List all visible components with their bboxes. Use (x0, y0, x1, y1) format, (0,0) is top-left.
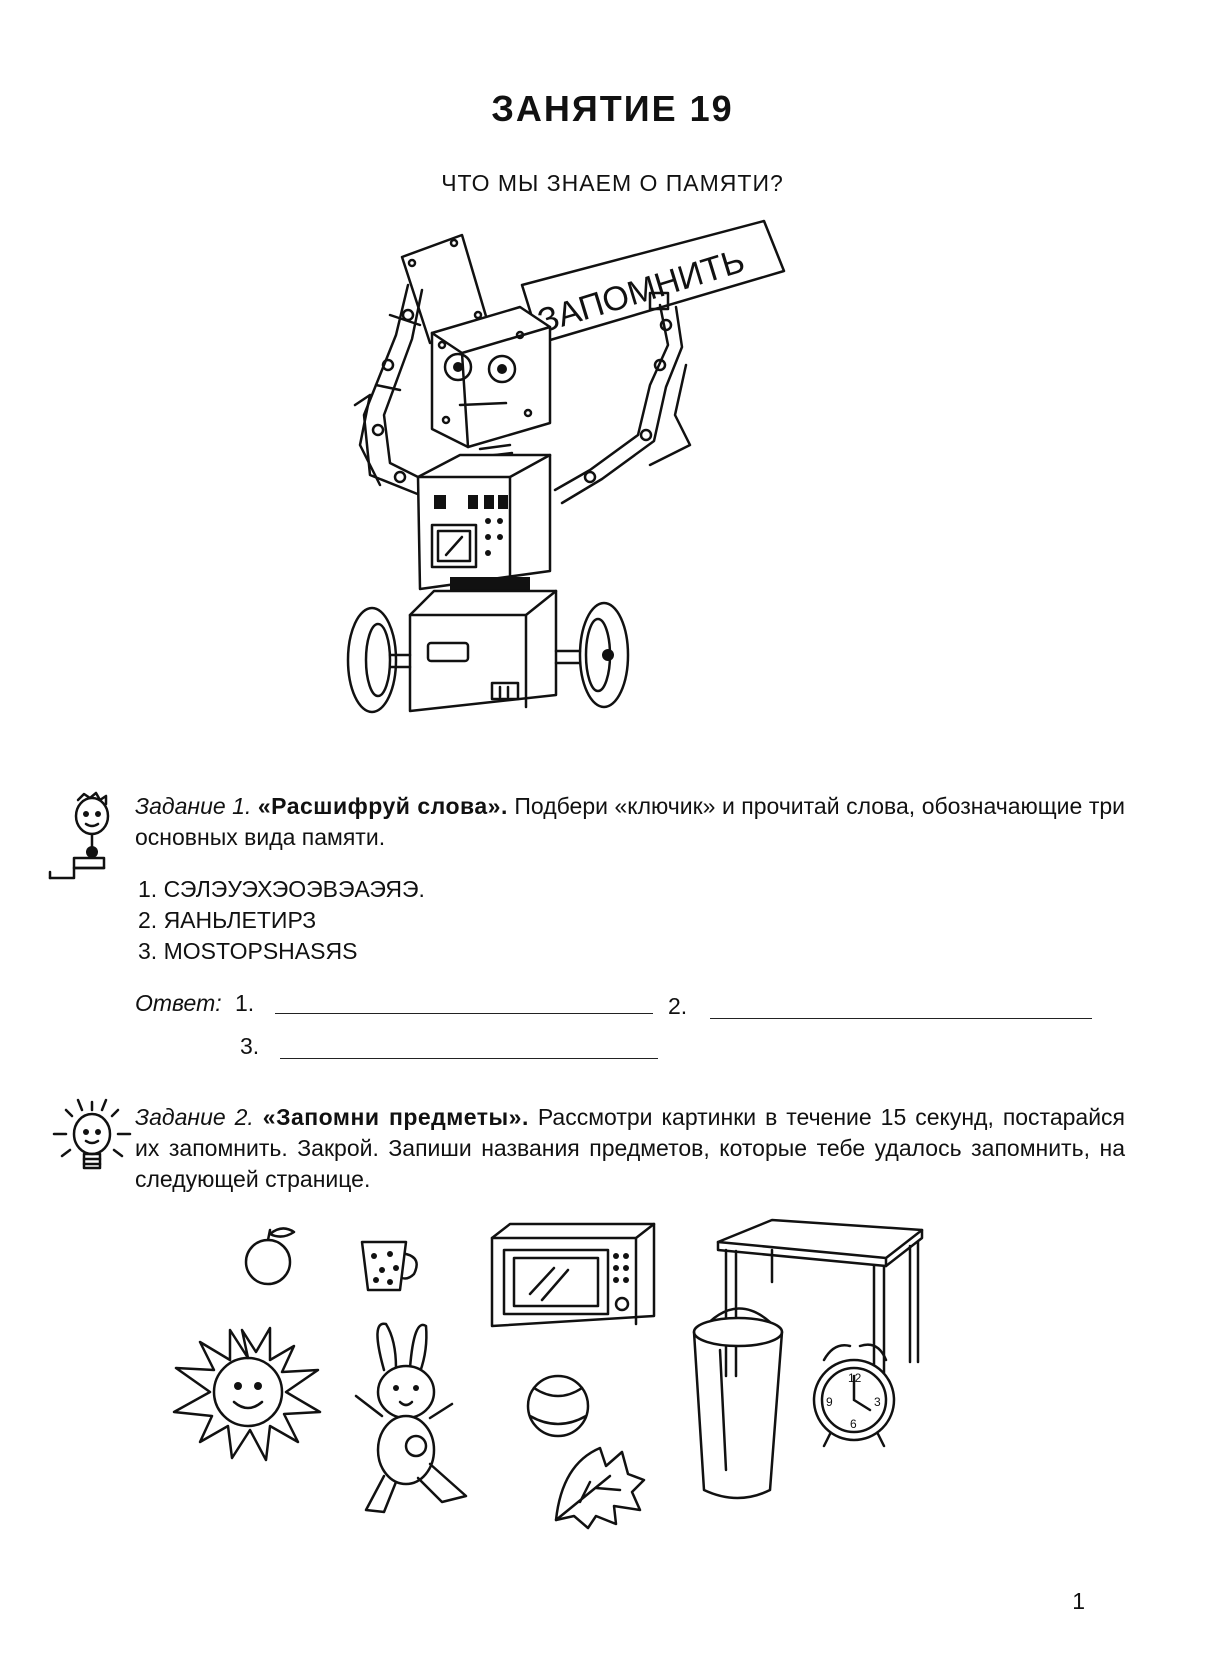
task1-word-3: 3. MOSTOPSHASЯS (138, 938, 358, 964)
task2-text: Рассмотри картинки в течение 15 секунд, … (135, 1104, 1126, 1192)
leaf-drawing (554, 1446, 646, 1530)
answer-number-2: 2. (668, 993, 688, 1019)
page-subtitle: ЧТО МЫ ЗНАЕМ О ПАМЯТИ? (441, 170, 784, 196)
robot-head (430, 305, 552, 449)
cup-drawing (360, 1240, 418, 1292)
memory-items-illustration: 12 3 6 9 (172, 1218, 924, 1530)
thinking-boy-icon (48, 791, 110, 880)
robot-illustration: ЗАПОМНИТЬ (346, 219, 786, 714)
task1-description: Задание 1. «Расшифруй слова». Подбери «к… (135, 791, 1125, 853)
task1-text: Подбери «ключик» и прочитай слова, обозн… (135, 793, 1126, 850)
task1-label: Задание 1. (135, 793, 252, 819)
svg-text:3: 3 (874, 1395, 881, 1409)
task2-label: Задание 2. (135, 1104, 254, 1130)
svg-text:12: 12 (848, 1371, 862, 1385)
apple-drawing (244, 1227, 296, 1286)
page-title: ЗАНЯТИЕ 19 (491, 88, 734, 129)
task1-name: «Расшифруй слова». (257, 793, 508, 819)
robot-torso (416, 453, 552, 591)
task2-name: «Запомни предметы». (262, 1104, 529, 1130)
task1-word-2: 2. ЯАНЬЛЕТИРЗ (138, 907, 317, 933)
robot-base (346, 577, 630, 714)
task1-word-list: 1. СЭЛЭУЭХЭОЭВЭАЭЯЭ. 2. ЯАНЬЛЕТИРЗ 3. MO… (138, 874, 425, 967)
task1-word-1: 1. СЭЛЭУЭХЭОЭВЭАЭЯЭ. (138, 876, 425, 902)
ball-drawing (526, 1374, 590, 1438)
svg-text:6: 6 (850, 1417, 857, 1431)
answer-number-1: 1. (235, 990, 255, 1016)
svg-text:9: 9 (826, 1395, 833, 1409)
lightbulb-icon (52, 1098, 132, 1170)
answer-line-1[interactable] (275, 1013, 653, 1014)
page-number: 1 (1072, 1588, 1085, 1614)
robot-sign: ЗАПОМНИТЬ (520, 219, 786, 345)
answer-number-3: 3. (240, 1033, 260, 1059)
sun-drawing (172, 1326, 322, 1462)
answer-label: Ответ: (135, 990, 222, 1016)
alarm-clock-drawing: 12 3 6 9 (812, 1343, 896, 1448)
bucket-drawing (692, 1307, 784, 1500)
answer-line-2[interactable] (710, 1018, 1092, 1019)
robot-arm-right (553, 291, 692, 505)
task2-description: Задание 2. «Запомни предметы». Рассмотри… (135, 1102, 1125, 1195)
table-drawing (716, 1218, 924, 1396)
microwave-drawing (490, 1222, 656, 1328)
bunny-drawing (354, 1322, 468, 1514)
answer-line-3[interactable] (280, 1058, 658, 1059)
